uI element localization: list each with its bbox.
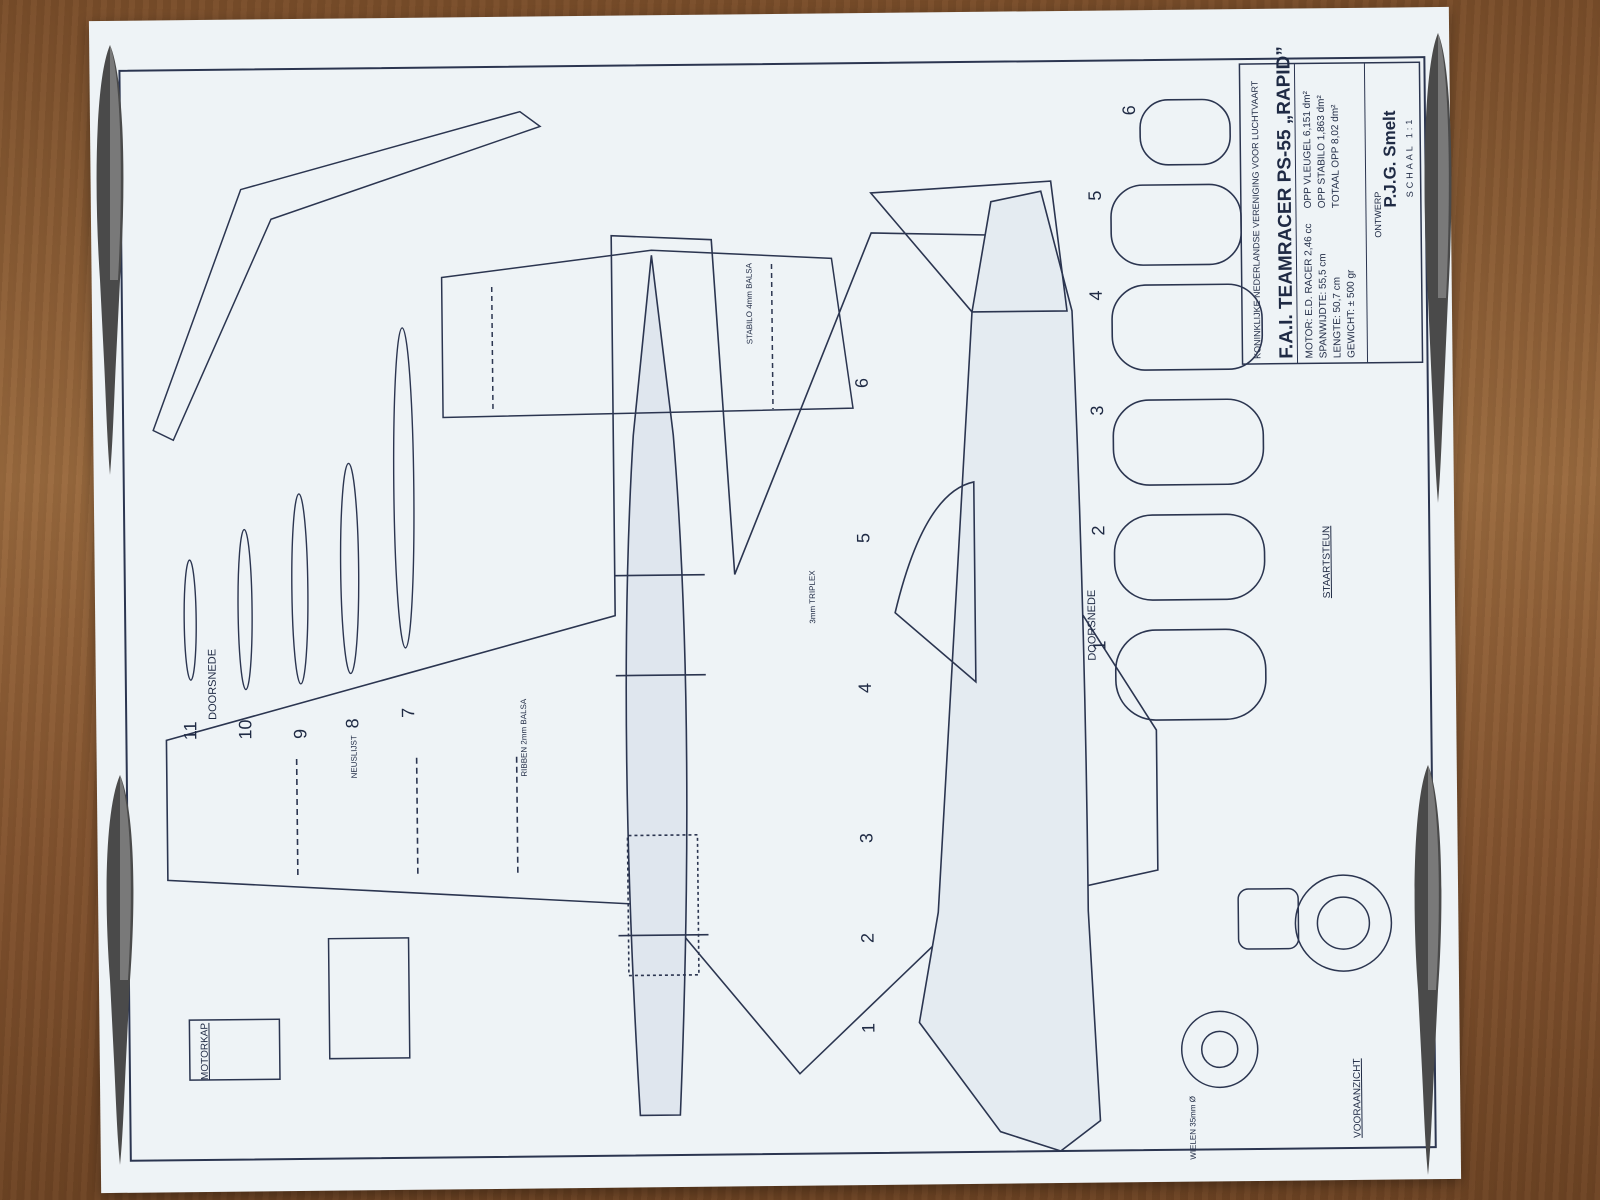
station-number: 1 — [858, 1023, 878, 1033]
station-numbers: 1 2 3 4 5 6 — [852, 378, 879, 1033]
cross-section-number: 2 — [1088, 525, 1108, 535]
wing-area: OPP VLEUGEL 6,151 dm² — [1302, 90, 1314, 208]
vooraanzicht-label: VOORAANZICHT — [1352, 1058, 1364, 1138]
station-number: 6 — [852, 378, 872, 388]
total-area: TOTAAL OPP 8,02 dm² — [1330, 104, 1342, 208]
motor-spec: MOTOR: E.D. RACER 2,46 cc — [1303, 223, 1315, 358]
knife-icon — [1414, 765, 1442, 1175]
staartsteun-label: STAARTSTEUN — [1321, 526, 1333, 599]
length-spec: LENGTE: 50,7 cm — [1332, 277, 1344, 358]
airfoil-numbers: 11 10 9 8 7 — [180, 708, 418, 741]
cowl-sketch — [188, 937, 411, 1081]
knife-icon — [96, 45, 124, 475]
blueprint-sheet: KONINKLIJKE NEDERLANDSE VERENIGING VOOR … — [88, 6, 1462, 1194]
drawing-border — [118, 56, 1437, 1162]
triplex-note: 3mm TRIPLEX — [808, 570, 818, 624]
span-spec: SPANWIJDTE: 55,5 cm — [1317, 253, 1329, 358]
cross-section-number: 3 — [1087, 405, 1107, 415]
ribben-note: RIBBEN 2mm BALSA — [519, 698, 529, 777]
station-number: 4 — [855, 683, 875, 693]
section-number: 8 — [342, 718, 362, 728]
front-view — [1180, 874, 1393, 1089]
airfoil-sections — [183, 327, 415, 691]
title-block: KONINKLIJKE NEDERLANDSE VERENIGING VOOR … — [1238, 46, 1424, 365]
cross-section-numbers: 1 2 3 4 5 6 — [1085, 105, 1139, 651]
plan-title: F.A.I. TEAMRACER PS-55 „RAPID” — [1273, 46, 1297, 359]
org-name: KONINKLIJKE NEDERLANDSE VERENIGING VOOR … — [1250, 80, 1263, 359]
fuselage-top-view — [614, 255, 709, 1117]
weight-spec: GEWICHT: ± 500 gr — [1346, 269, 1358, 358]
stab-area: OPP STABILO 1,863 dm² — [1316, 95, 1328, 209]
cross-section-number: 1 — [1089, 640, 1109, 650]
section-number: 9 — [290, 729, 310, 739]
wielen-note: WIELEN 35mm Ø — [1188, 1096, 1198, 1160]
cross-sections — [1110, 98, 1267, 721]
station-number: 3 — [856, 833, 876, 843]
motorkap-label: MOTORKAP — [199, 1023, 211, 1080]
stabilizer-view — [440, 249, 854, 419]
blueprint-drawing: KONINKLIJKE NEDERLANDSE VERENIGING VOOR … — [118, 46, 1437, 1162]
stabilo-note: STABILO 4mm BALSA — [744, 262, 754, 344]
section-number: 11 — [180, 721, 200, 740]
cross-section-number: 6 — [1119, 105, 1139, 115]
doorsnede-label-side: DOORSNEDE — [1086, 590, 1099, 661]
neuslijst-note: NEUSLIJST — [349, 735, 358, 778]
cross-section-number: 4 — [1086, 291, 1106, 301]
station-number: 2 — [857, 933, 877, 943]
knife-icon — [106, 775, 134, 1165]
knife-icon — [1424, 33, 1452, 503]
control-boom — [152, 110, 542, 442]
station-number: 5 — [853, 533, 873, 543]
designer-name: P.J.G. Smelt — [1380, 110, 1400, 208]
designer-label: ONTWERP — [1373, 192, 1383, 238]
fuselage-side-view — [869, 180, 1102, 1152]
doorsnede-label: DOORSNEDE — [206, 649, 219, 720]
scale-text: SCHAAL 1:1 — [1404, 117, 1415, 198]
cross-section-number: 5 — [1085, 191, 1105, 201]
section-number: 7 — [398, 708, 418, 718]
section-number: 10 — [235, 719, 255, 739]
